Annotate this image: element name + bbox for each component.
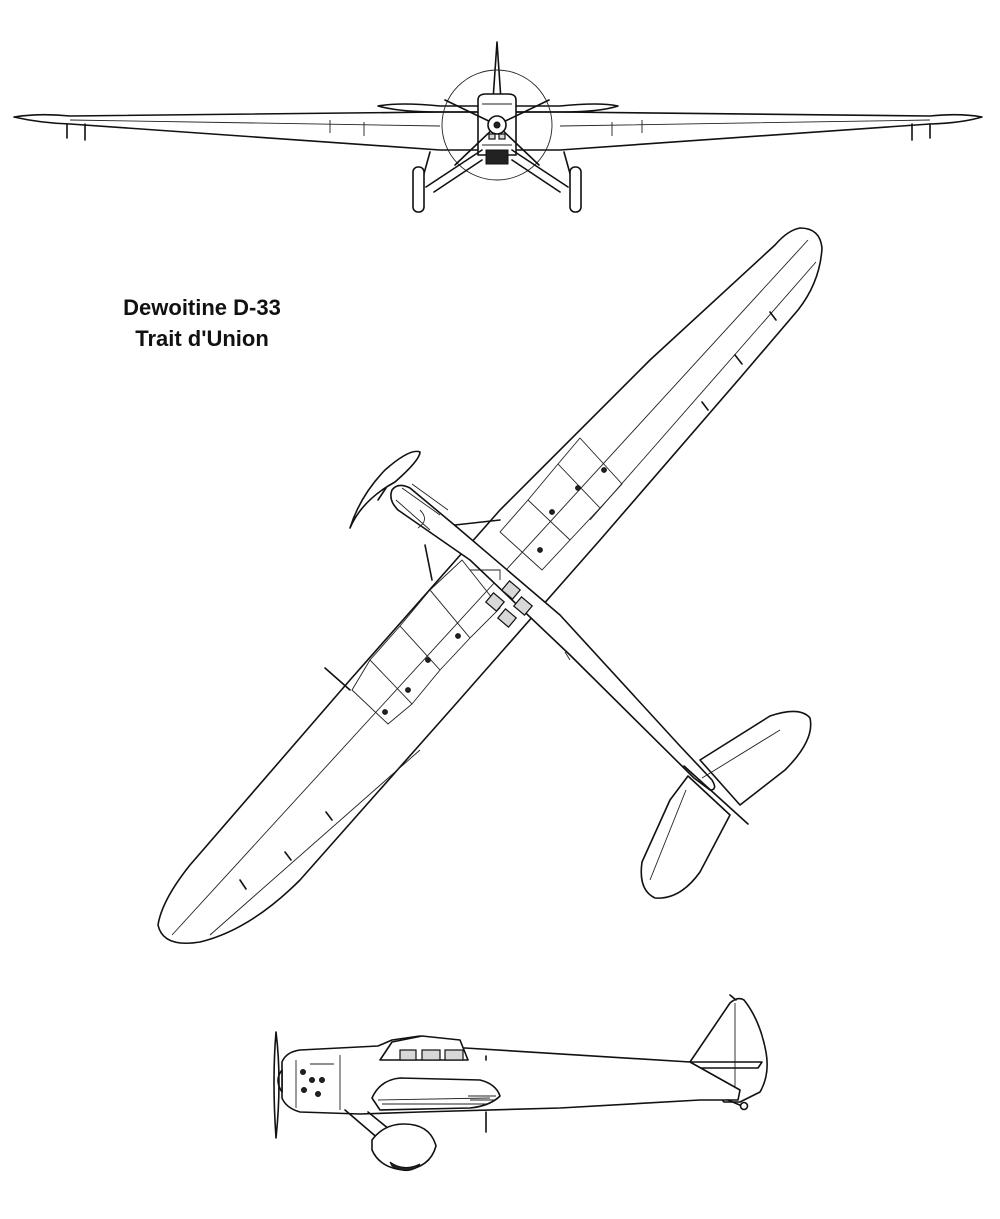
front-view-wheel-left xyxy=(412,166,425,213)
plan-view-cockpit-windows xyxy=(484,580,534,628)
side-view-wheel-spat xyxy=(371,1123,437,1171)
plan-view-flaps-left xyxy=(351,559,501,725)
front-view-propeller-disc xyxy=(441,69,553,181)
front-view-tail xyxy=(377,103,619,113)
plan-view-fuselage xyxy=(390,484,716,791)
front-view xyxy=(13,41,983,213)
aircraft-nickname: Trait d'Union xyxy=(135,326,269,351)
plan-view-propeller xyxy=(349,450,421,529)
plan-view-wing xyxy=(157,227,823,944)
front-view-wheel-right xyxy=(569,166,582,213)
aircraft-name: Dewoitine D-33 xyxy=(123,295,281,320)
plan-view-tailplane-left xyxy=(640,775,731,899)
plan-view xyxy=(157,227,823,944)
front-view-wing xyxy=(13,111,983,151)
side-view-wing-root xyxy=(371,1077,501,1111)
side-view-cabin-windows xyxy=(399,1049,464,1061)
side-view-fuselage xyxy=(281,1035,741,1115)
title-block: Dewoitine D-33 Trait d'Union xyxy=(92,292,312,354)
plan-view-flaps-right xyxy=(499,437,623,571)
front-view-fin xyxy=(492,41,502,101)
plan-view-tailplane-right xyxy=(699,710,812,806)
side-view-propeller xyxy=(273,1031,280,1139)
side-view xyxy=(273,994,768,1172)
